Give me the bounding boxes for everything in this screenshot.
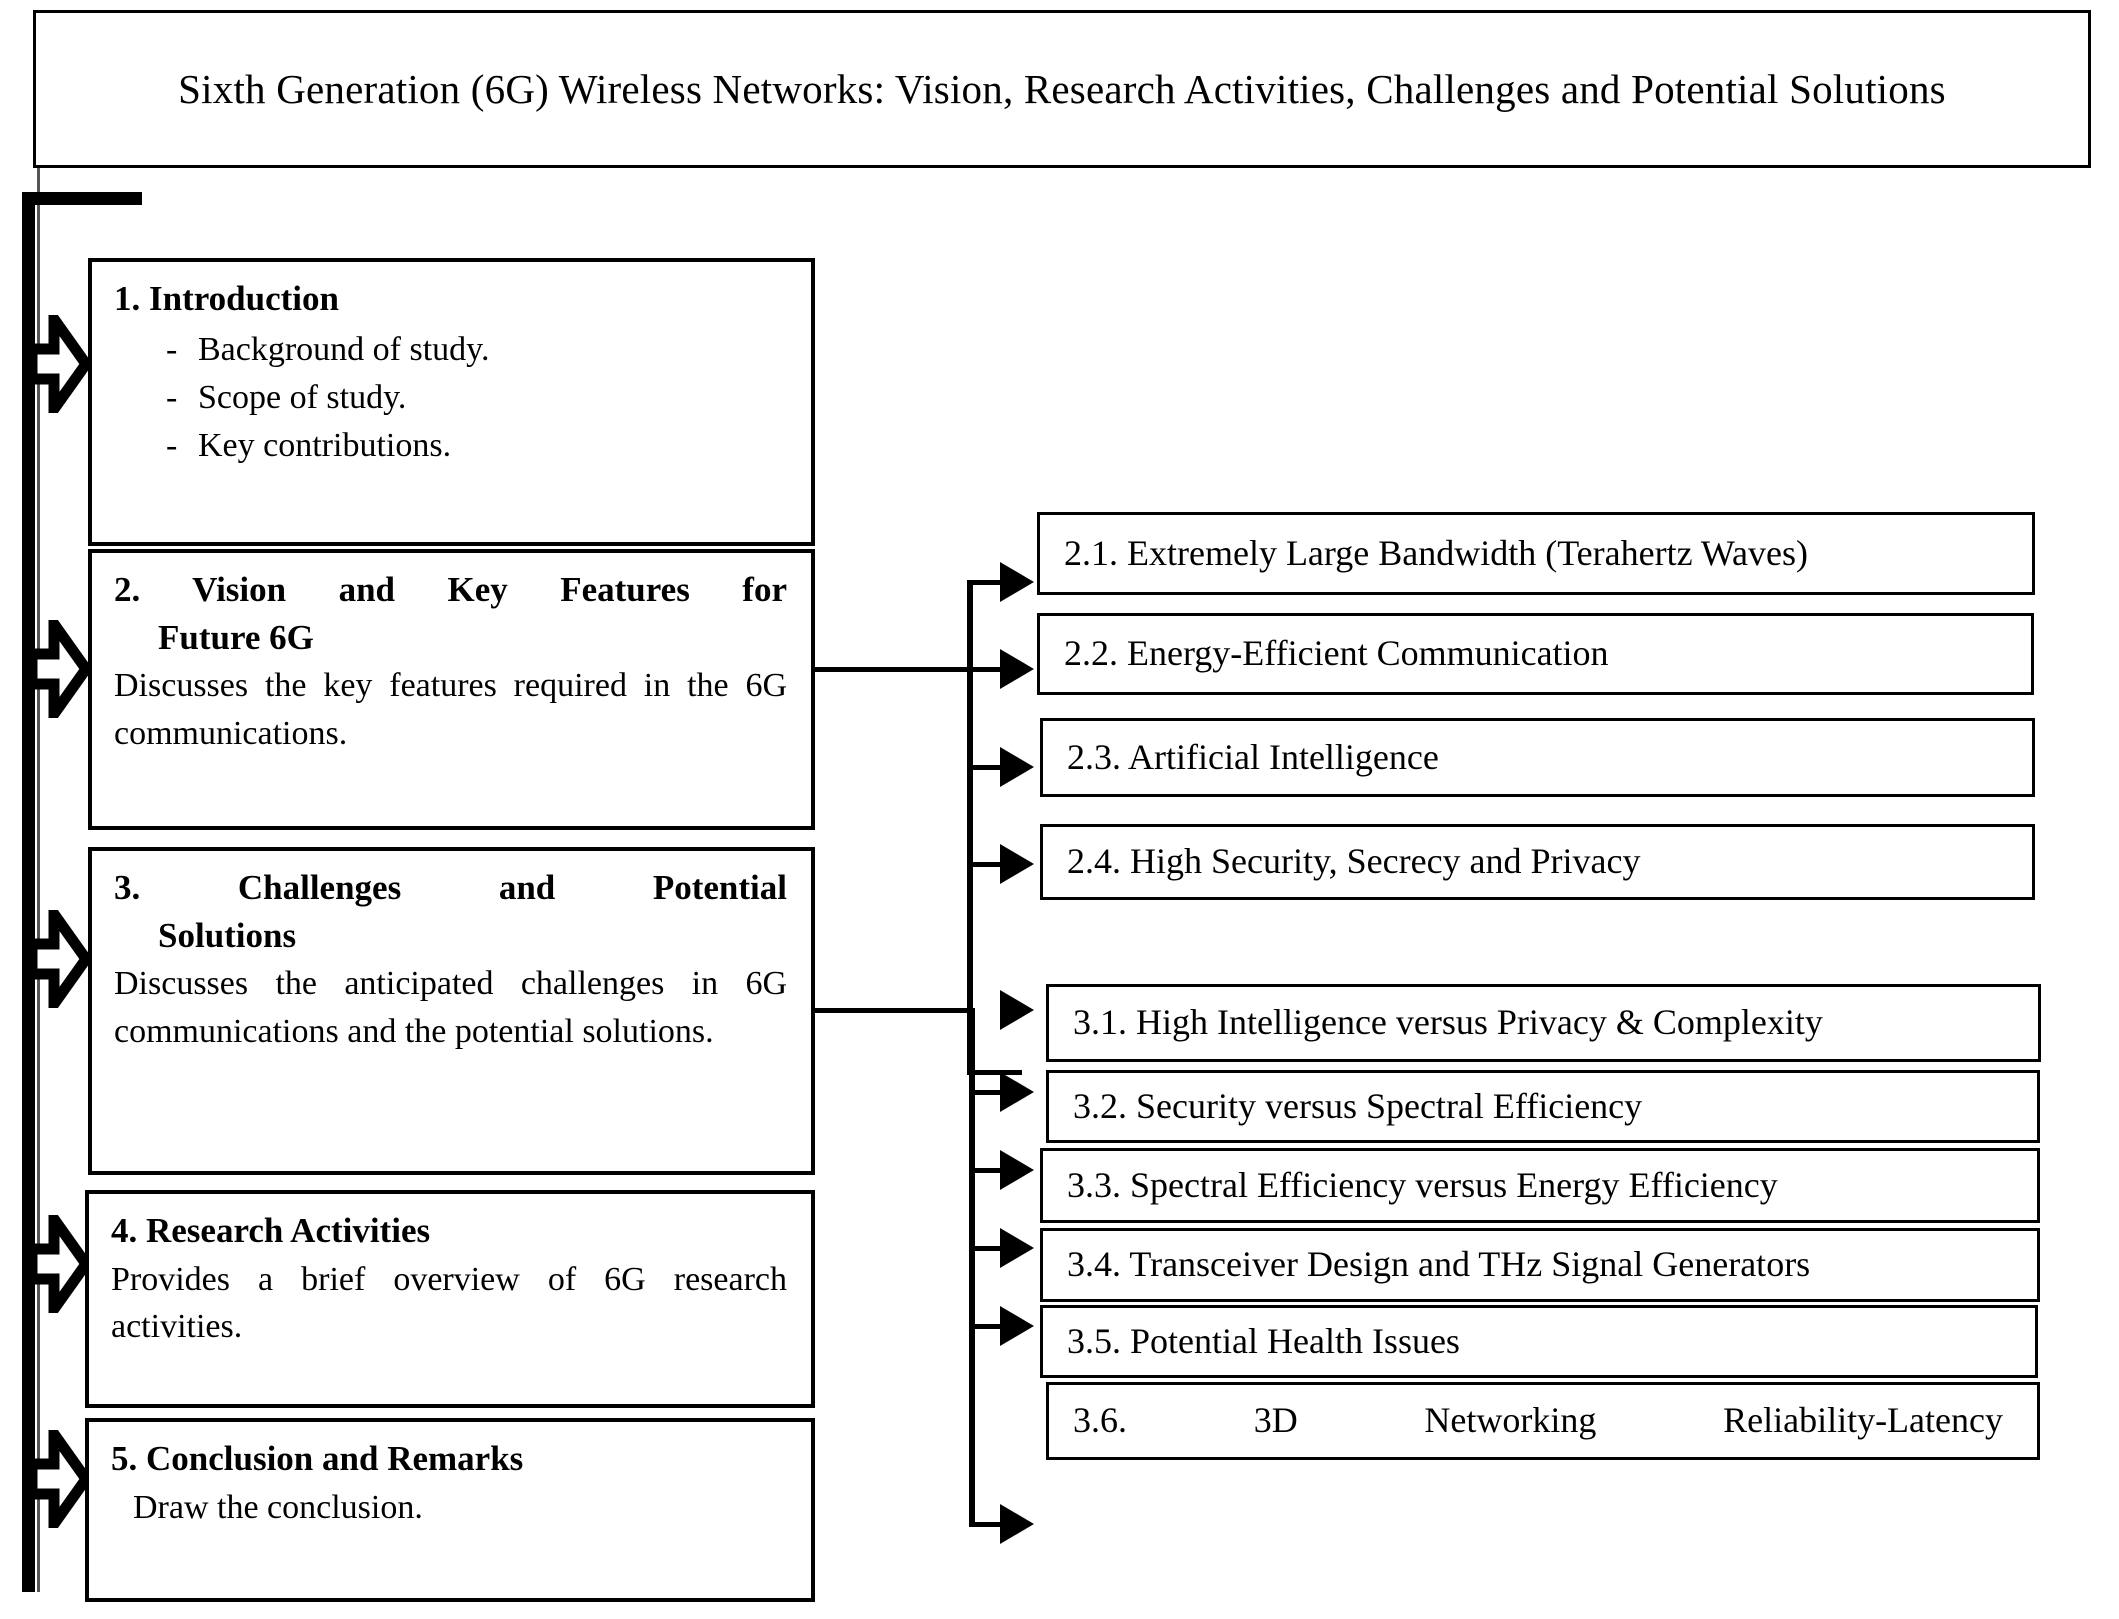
subsection-box-2-4[interactable]: 2.4. High Security, Secrecy and Privacy bbox=[1040, 824, 2035, 900]
connector-branch-3-4 bbox=[969, 1246, 1024, 1251]
list-item: -Scope of study. bbox=[166, 374, 787, 422]
bullet-text: Background of study. bbox=[198, 330, 490, 368]
subsection-box-3-4[interactable]: 3.4. Transceiver Design and THz Signal G… bbox=[1040, 1228, 2040, 1302]
section-body: Discusses the key features required in t… bbox=[114, 667, 787, 752]
connector-branch-2-4 bbox=[967, 1070, 1022, 1075]
diagram-title-box: Sixth Generation (6G) Wireless Networks:… bbox=[33, 10, 2091, 168]
triangle-arrow-right-icon bbox=[1000, 1228, 1034, 1268]
subsection-box-3-1[interactable]: 3.1. High Intelligence versus Privacy & … bbox=[1046, 984, 2041, 1062]
triangle-arrow-right-icon bbox=[1000, 1150, 1034, 1190]
triangle-arrow-right-icon bbox=[1000, 562, 1034, 602]
subsection-label: 3.3. Spectral Efficiency versus Energy E… bbox=[1067, 1164, 1778, 1205]
connector-branch-2-4b bbox=[967, 862, 1022, 867]
triangle-arrow-right-icon bbox=[1000, 1504, 1034, 1544]
subsection-box-2-2[interactable]: 2.2. Energy-Efficient Communication bbox=[1037, 613, 2034, 695]
triangle-arrow-right-icon bbox=[1000, 1306, 1034, 1346]
subsection-label: 3.6. 3D Networking Reliability-Latency bbox=[1073, 1400, 2003, 1441]
bullet-text: Scope of study. bbox=[198, 378, 407, 416]
spine-top-connector bbox=[22, 192, 142, 205]
block-arrow-right-icon bbox=[26, 1430, 88, 1528]
diagram-title-text: Sixth Generation (6G) Wireless Networks:… bbox=[178, 65, 1946, 112]
block-arrow-right-icon bbox=[26, 910, 88, 1008]
section-box-introduction[interactable]: 1. Introduction -Background of study. -S… bbox=[88, 258, 815, 546]
list-item: -Background of study. bbox=[166, 326, 787, 374]
subsection-label: 3.4. Transceiver Design and THz Signal G… bbox=[1067, 1244, 1811, 1285]
connector-branch-2-3 bbox=[967, 765, 1022, 770]
section-box-challenges-solutions[interactable]: 3. Challenges and Potential Solutions Di… bbox=[88, 847, 815, 1175]
subsection-label: 3.5. Potential Health Issues bbox=[1067, 1320, 1460, 1361]
bullet-text: Key contributions. bbox=[198, 427, 452, 465]
section-body: Discusses the anticipated challenges in … bbox=[114, 965, 787, 1050]
triangle-arrow-right-icon bbox=[1000, 990, 1034, 1030]
connector-branch-3-6 bbox=[969, 1522, 1024, 1527]
connector-branch-3-3 bbox=[969, 1168, 1024, 1173]
dash-bullet-icon: - bbox=[166, 427, 178, 465]
section-box-research-activities[interactable]: 4. Research Activities Provides a brief … bbox=[85, 1190, 815, 1408]
section-heading: 5. Conclusion and Remarks bbox=[111, 1439, 524, 1478]
triangle-arrow-right-icon bbox=[1000, 1072, 1034, 1112]
subsection-box-2-3[interactable]: 2.3. Artificial Intelligence bbox=[1040, 718, 2035, 797]
subsection-label: 2.1. Extremely Large Bandwidth (Terahert… bbox=[1064, 532, 1808, 573]
section-heading-line1: 2. Vision and Key Features for bbox=[114, 570, 787, 609]
triangle-arrow-right-icon bbox=[1000, 747, 1034, 787]
spine-thin-line bbox=[37, 168, 40, 1592]
subsection-label: 2.3. Artificial Intelligence bbox=[1067, 736, 1439, 777]
subsection-label: 3.1. High Intelligence versus Privacy & … bbox=[1073, 1002, 1823, 1043]
block-arrow-right-icon bbox=[26, 315, 88, 413]
spine-vertical-line bbox=[22, 192, 35, 1592]
section-body: Draw the conclusion. bbox=[111, 1484, 787, 1532]
subsection-label: 2.2. Energy-Efficient Communication bbox=[1064, 633, 1609, 674]
section-heading-line1: 3. Challenges and Potential bbox=[114, 868, 787, 907]
block-arrow-right-icon bbox=[26, 1215, 88, 1313]
section-heading-line2-text: Solutions bbox=[158, 915, 297, 955]
section-heading: 4. Research Activities bbox=[111, 1211, 431, 1250]
block-arrow-right-icon bbox=[26, 620, 88, 718]
subsection-label: 3.2. Security versus Spectral Efficiency bbox=[1073, 1085, 1643, 1126]
connector-trunk-section2 bbox=[815, 667, 973, 672]
connector-branch-3-2 bbox=[969, 1090, 1024, 1095]
section-body-text: Draw the conclusion. bbox=[133, 1488, 423, 1526]
section-heading-line2: Future 6G bbox=[114, 615, 787, 661]
connector-branch-2-1 bbox=[967, 580, 1022, 585]
connector-branch-2-2 bbox=[967, 667, 1022, 672]
section-heading: 1. Introduction bbox=[114, 279, 339, 318]
section-heading-line2: Solutions bbox=[114, 913, 787, 959]
list-item: -Key contributions. bbox=[166, 422, 787, 470]
dash-bullet-icon: - bbox=[166, 378, 178, 416]
dash-bullet-icon: - bbox=[166, 330, 178, 368]
connector-bus-section3 bbox=[969, 1010, 975, 1527]
triangle-arrow-right-icon bbox=[1000, 844, 1034, 884]
subsection-box-2-1[interactable]: 2.1. Extremely Large Bandwidth (Terahert… bbox=[1037, 512, 2035, 595]
section-heading-line2-text: Future 6G bbox=[158, 617, 314, 657]
subsection-box-3-6[interactable]: 3.6. 3D Networking Reliability-Latency bbox=[1046, 1382, 2040, 1460]
connector-bus-section2 bbox=[967, 580, 973, 1074]
triangle-arrow-right-icon bbox=[1000, 649, 1034, 689]
section-box-vision-key-features[interactable]: 2. Vision and Key Features for Future 6G… bbox=[88, 549, 815, 830]
connector-trunk-section3 bbox=[815, 1008, 975, 1013]
section-box-conclusion-remarks[interactable]: 5. Conclusion and Remarks Draw the concl… bbox=[85, 1418, 815, 1602]
section-body: Provides a brief overview of 6G research… bbox=[111, 1260, 787, 1346]
connector-branch-3-5 bbox=[969, 1324, 1024, 1329]
subsection-box-3-2[interactable]: 3.2. Security versus Spectral Efficiency bbox=[1046, 1070, 2040, 1143]
section-bullet-list: -Background of study. -Scope of study. -… bbox=[114, 326, 787, 471]
subsection-label: 2.4. High Security, Secrecy and Privacy bbox=[1067, 841, 1641, 882]
subsection-box-3-5[interactable]: 3.5. Potential Health Issues bbox=[1040, 1305, 2038, 1378]
subsection-box-3-3[interactable]: 3.3. Spectral Efficiency versus Energy E… bbox=[1040, 1148, 2040, 1223]
